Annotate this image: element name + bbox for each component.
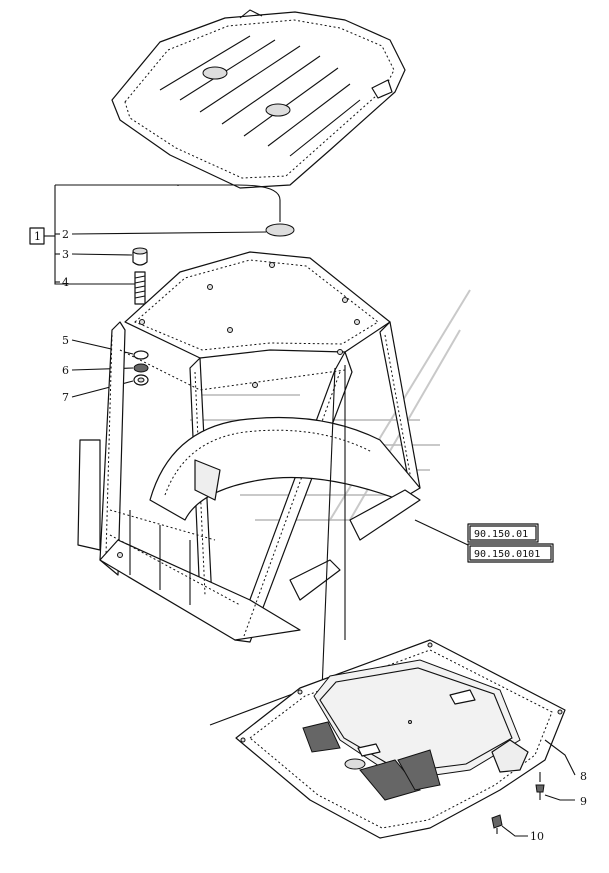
lock-washer-part [133,363,149,373]
leader-ref [414,519,469,546]
stud-part [134,271,146,305]
callout-6: 6 [62,364,69,377]
callout-2: 2 [62,228,69,241]
washer-part [133,350,149,360]
cap-part [132,247,148,266]
reference-box-1: 90.150.01 [467,523,539,543]
callout-7: 7 [62,391,69,404]
reference-code-1: 90.150.01 [474,529,528,540]
reference-box-2: 90.150.0101 [467,543,554,563]
reference-code-2: 90.150.0101 [474,549,540,560]
callout-5: 5 [62,334,69,347]
callout-10: 10 [530,830,544,843]
leader-roof [177,184,281,222]
headliner-panel [235,639,566,839]
plug-part [265,223,295,237]
clip-part [491,814,503,834]
cab-frame [77,251,421,643]
group-bracket-label: 1 [34,230,41,243]
leader-2 [71,231,267,235]
roof-panel [111,9,406,189]
leader-10 [501,825,528,837]
callout-9: 9 [580,795,587,808]
callout-4: 4 [62,276,69,289]
leader-3 [71,253,133,256]
callout-8: 8 [580,770,587,783]
leader-8 [544,739,576,776]
leader-9 [544,794,575,801]
callout-3: 3 [62,248,69,261]
screw-part [535,772,545,800]
leader-headliner-left [321,367,336,691]
bracket-line [54,185,135,285]
